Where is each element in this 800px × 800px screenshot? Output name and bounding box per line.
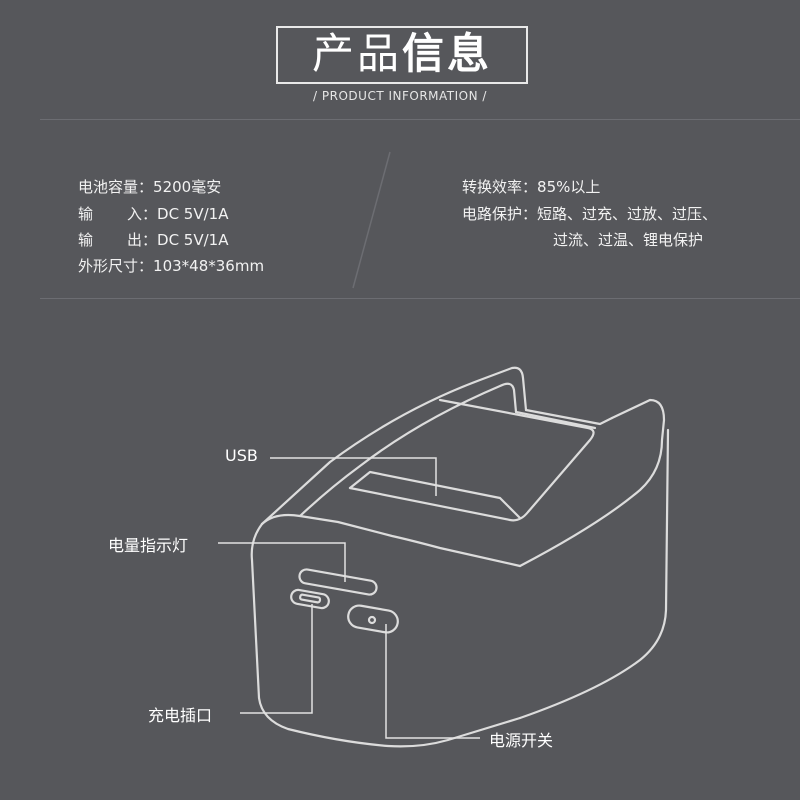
divider-bottom xyxy=(40,298,800,299)
title-part-2: 信息 xyxy=(402,29,493,78)
spec-label: 输 出 xyxy=(78,231,142,249)
spec-protection: 电路保护：短路、过充、过放、过压、 xyxy=(462,205,718,223)
spec-value: 85%以上 xyxy=(537,178,601,196)
spec-dimensions: 外形尺寸：103*48*36mm xyxy=(78,257,265,275)
spec-label: 输 入 xyxy=(78,205,142,223)
power-switch-leader xyxy=(385,624,480,739)
title-part-1: 产品 xyxy=(311,29,402,78)
charge-port-leader xyxy=(240,604,313,714)
spec-value: 短路、过充、过放、过压、 xyxy=(537,205,718,223)
spec-value: 过流、过温、锂电保护 xyxy=(553,231,704,249)
callout-lines xyxy=(218,457,480,739)
indicator-leader xyxy=(218,542,346,582)
page-title: 产品信息 xyxy=(276,30,528,78)
spec-capacity: 电池容量：5200毫安 xyxy=(78,178,222,196)
divider-top xyxy=(40,119,800,120)
spec-label: 电池容量 xyxy=(78,178,139,196)
callout-usb: USB xyxy=(225,446,258,465)
page-subtitle: / PRODUCT INFORMATION / xyxy=(313,89,487,103)
spec-value: DC 5V/1A xyxy=(157,205,229,223)
callout-charge-port: 充电插口 xyxy=(148,706,213,725)
spec-input: 输 入：DC 5V/1A xyxy=(78,205,229,223)
spec-efficiency: 转换效率：85%以上 xyxy=(462,178,601,196)
spec-value: DC 5V/1A xyxy=(157,231,229,249)
title-block: 产品信息 xyxy=(276,26,528,84)
spec-label: 外形尺寸 xyxy=(78,257,139,275)
callout-indicator: 电量指示灯 xyxy=(108,536,189,555)
spec-output: 输 出：DC 5V/1A xyxy=(78,231,229,249)
power-bank-outline xyxy=(250,366,670,748)
spec-protection-cont: 过流、过温、锂电保护 xyxy=(553,231,703,249)
spec-value: 103*48*36mm xyxy=(153,257,265,275)
title-frame xyxy=(276,26,528,84)
spec-divider-line xyxy=(352,151,391,289)
callout-power-switch: 电源开关 xyxy=(489,731,554,750)
spec-value: 5200毫安 xyxy=(153,178,222,196)
spec-label: 转换效率 xyxy=(462,178,523,196)
usb-leader xyxy=(270,457,437,496)
spec-label: 电路保护 xyxy=(462,205,523,223)
